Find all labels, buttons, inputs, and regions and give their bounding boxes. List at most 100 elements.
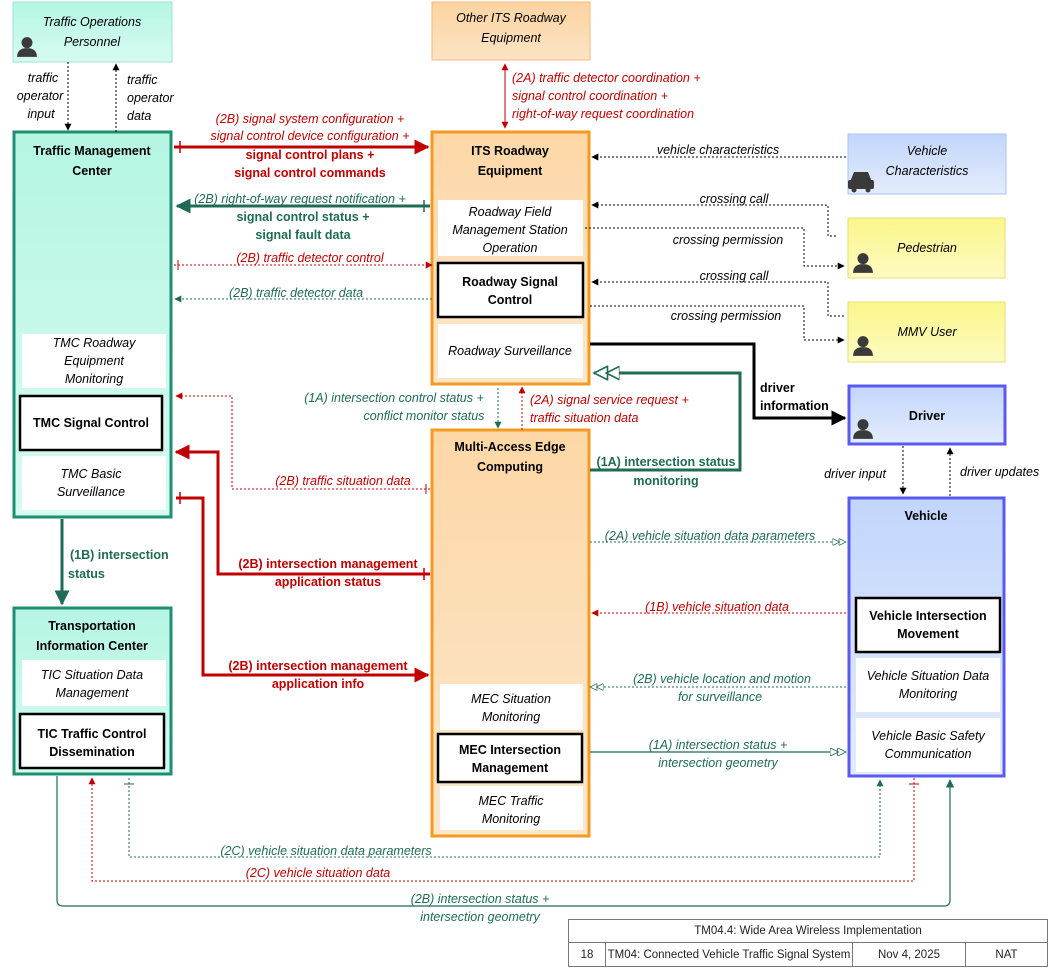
svg-text:(2B) traffic situation data: (2B) traffic situation data bbox=[275, 474, 411, 488]
svg-text:traffic situation data: traffic situation data bbox=[530, 411, 638, 425]
svg-text:signal fault data: signal fault data bbox=[255, 228, 351, 242]
svg-text:Monitoring: Monitoring bbox=[65, 372, 123, 386]
flow-2b-signal-configuration: (2B) signal system configuration + signa… bbox=[174, 112, 430, 180]
svg-text:Traffic Management: Traffic Management bbox=[33, 144, 151, 158]
flow-2a-vehicle-situation-parameters: (2A) vehicle situation data parameters bbox=[590, 529, 846, 543]
svg-text:driver: driver bbox=[760, 381, 795, 395]
svg-text:Monitoring: Monitoring bbox=[482, 812, 540, 826]
svg-text:information: information bbox=[760, 399, 829, 413]
flow-traffic-operator-data: traffic operator data bbox=[112, 63, 174, 132]
flow-crossing-permission-pedestrian: crossing permission bbox=[585, 227, 845, 270]
footer-title-block: TM04.4: Wide Area Wireless Implementatio… bbox=[568, 919, 1048, 967]
vehicle-node: Vehicle Vehicle Intersection Movement Ve… bbox=[847, 496, 1006, 778]
svg-text:(2B) traffic detector data: (2B) traffic detector data bbox=[229, 286, 363, 300]
footer-date: Nov 4, 2025 bbox=[853, 943, 966, 967]
svg-text:Other ITS Roadway: Other ITS Roadway bbox=[456, 11, 567, 25]
svg-text:Vehicle Situation Data: Vehicle Situation Data bbox=[867, 669, 990, 683]
svg-text:(2A) traffic detector coordina: (2A) traffic detector coordination + bbox=[512, 71, 701, 85]
svg-text:application status: application status bbox=[275, 575, 381, 589]
svg-text:Equipment: Equipment bbox=[64, 354, 124, 368]
flow-traffic-operator-input: traffic operator input bbox=[17, 62, 72, 131]
svg-text:Multi-Access Edge: Multi-Access Edge bbox=[454, 440, 565, 454]
mmv-user-node: MMV User bbox=[847, 301, 1006, 363]
svg-text:TIC Traffic Control: TIC Traffic Control bbox=[37, 727, 146, 741]
svg-text:Vehicle Basic Safety: Vehicle Basic Safety bbox=[871, 729, 985, 743]
svg-text:Roadway Surveillance: Roadway Surveillance bbox=[448, 344, 572, 358]
svg-text:crossing call: crossing call bbox=[700, 192, 770, 206]
flow-2b-right-of-way-notification: (2B) right-of-way request notification +… bbox=[175, 192, 430, 242]
flow-vehicle-characteristics: vehicle characteristics bbox=[591, 143, 846, 161]
flow-2b-application-status: (2B) intersection management application… bbox=[174, 444, 430, 589]
svg-text:signal control device configur: signal control device configuration + bbox=[210, 129, 409, 143]
svg-text:Equipment: Equipment bbox=[478, 164, 543, 178]
svg-text:Pedestrian: Pedestrian bbox=[897, 241, 957, 255]
svg-text:(1A) intersection status +: (1A) intersection status + bbox=[649, 738, 788, 752]
svg-text:Monitoring: Monitoring bbox=[899, 687, 957, 701]
flow-1a-intersection-status-monitoring: (1A) intersection status monitoring bbox=[590, 373, 742, 488]
svg-text:crossing permission: crossing permission bbox=[671, 309, 782, 323]
flow-2b-traffic-situation-data: (2B) traffic situation data bbox=[175, 392, 430, 494]
svg-text:(2B) intersection management: (2B) intersection management bbox=[228, 659, 408, 673]
its-roadway-equipment-node: ITS Roadway Equipment Roadway Field Mana… bbox=[430, 130, 591, 386]
svg-text:Management: Management bbox=[56, 686, 129, 700]
svg-text:data: data bbox=[127, 109, 151, 123]
svg-text:Control: Control bbox=[488, 293, 532, 307]
svg-text:crossing permission: crossing permission bbox=[673, 233, 784, 247]
svg-text:traffic: traffic bbox=[28, 71, 59, 85]
svg-text:signal control status +: signal control status + bbox=[236, 210, 369, 224]
svg-text:signal control coordination +: signal control coordination + bbox=[512, 89, 668, 103]
flow-2b-traffic-detector-data: (2B) traffic detector data bbox=[174, 286, 432, 303]
svg-text:input: input bbox=[27, 107, 55, 121]
svg-text:Operation: Operation bbox=[483, 241, 538, 255]
svg-text:MEC Traffic: MEC Traffic bbox=[478, 794, 544, 808]
driver-node: Driver bbox=[847, 384, 1007, 446]
pedestrian-node: Pedestrian bbox=[847, 217, 1006, 279]
svg-text:driver updates: driver updates bbox=[960, 465, 1039, 479]
svg-text:vehicle characteristics: vehicle characteristics bbox=[657, 143, 779, 157]
svg-text:crossing call: crossing call bbox=[700, 269, 770, 283]
svg-text:Personnel: Personnel bbox=[64, 35, 122, 49]
flow-crossing-call-pedestrian: crossing call bbox=[591, 192, 836, 237]
traffic-operations-personnel-node: Traffic Operations Personnel bbox=[12, 1, 173, 63]
svg-text:Center: Center bbox=[72, 164, 112, 178]
svg-text:Driver: Driver bbox=[909, 409, 945, 423]
footer-document-name: TM04: Connected Vehicle Traffic Signal S… bbox=[606, 943, 853, 967]
svg-text:Movement: Movement bbox=[897, 627, 960, 641]
svg-text:signal control commands: signal control commands bbox=[234, 166, 385, 180]
svg-text:status: status bbox=[68, 567, 105, 581]
svg-text:Management: Management bbox=[472, 761, 549, 775]
svg-text:(2A) signal service request +: (2A) signal service request + bbox=[530, 393, 689, 407]
svg-text:conflict monitor status: conflict monitor status bbox=[364, 409, 485, 423]
svg-text:Surveillance: Surveillance bbox=[57, 485, 125, 499]
svg-text:traffic: traffic bbox=[127, 73, 158, 87]
flow-1b-vehicle-situation-data: (1B) vehicle situation data bbox=[591, 600, 846, 617]
svg-text:TIC Situation Data: TIC Situation Data bbox=[41, 668, 143, 682]
flow-1b-intersection-status: (1B) intersection status bbox=[54, 519, 169, 606]
svg-text:driver input: driver input bbox=[824, 467, 886, 481]
svg-text:Dissemination: Dissemination bbox=[49, 745, 134, 759]
svg-text:Equipment: Equipment bbox=[481, 31, 541, 45]
flow-2c-vehicle-situation-parameters: (2C) vehicle situation data parameters bbox=[124, 778, 884, 858]
mec-node: Multi-Access Edge Computing MEC Situatio… bbox=[430, 428, 591, 838]
svg-text:(2B) intersection management: (2B) intersection management bbox=[238, 557, 418, 571]
svg-text:(2B) intersection status +: (2B) intersection status + bbox=[411, 892, 550, 906]
svg-text:intersection geometry: intersection geometry bbox=[420, 910, 540, 924]
flow-2b-vehicle-location: (2B) vehicle location and motion for sur… bbox=[590, 672, 846, 704]
svg-text:application info: application info bbox=[272, 677, 365, 691]
footer-title: TM04.4: Wide Area Wireless Implementatio… bbox=[569, 920, 1047, 943]
svg-text:(1A) intersection control stat: (1A) intersection control status + bbox=[304, 391, 484, 405]
svg-text:TMC Roadway: TMC Roadway bbox=[53, 336, 136, 350]
svg-text:Vehicle Intersection: Vehicle Intersection bbox=[869, 609, 986, 623]
svg-text:(1B) intersection: (1B) intersection bbox=[70, 548, 169, 562]
footer-tag: NAT bbox=[995, 949, 1018, 961]
flow-2c-vehicle-situation-data: (2C) vehicle situation data bbox=[88, 777, 919, 882]
svg-text:Communication: Communication bbox=[885, 747, 972, 761]
flow-driver-information: driver information bbox=[590, 342, 847, 426]
flow-2a-coordination: (2A) traffic detector coordination + sig… bbox=[501, 63, 701, 129]
svg-text:for surveillance: for surveillance bbox=[678, 690, 762, 704]
svg-text:intersection geometry: intersection geometry bbox=[658, 756, 778, 770]
svg-text:(2C) vehicle situation data pa: (2C) vehicle situation data parameters bbox=[220, 844, 431, 858]
svg-text:MEC Situation: MEC Situation bbox=[471, 692, 551, 706]
flow-1a-intersection-geometry: (1A) intersection status + intersection … bbox=[590, 738, 846, 770]
svg-text:operator: operator bbox=[17, 89, 64, 103]
